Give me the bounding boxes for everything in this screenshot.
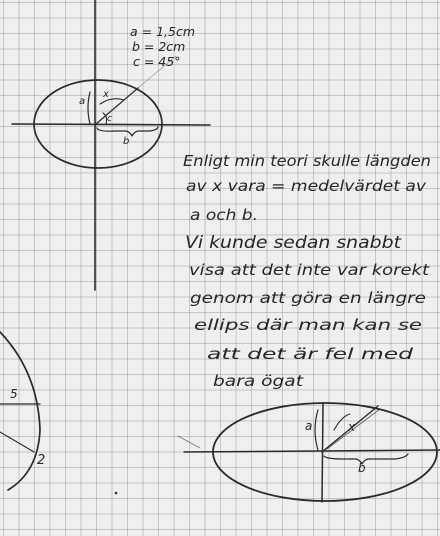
note-line-5: visa att det inte var korekt — [189, 261, 430, 279]
small-label-a: a — [79, 96, 85, 107]
small-b-brace — [96, 126, 159, 137]
small-ellipse-figure: a x c b — [11, 0, 211, 291]
param-b: b = 2cm — [132, 39, 185, 54]
left-partial-ellipse: 5 2 — [0, 331, 45, 491]
left-label-5: 5 — [10, 387, 18, 401]
large-x-bracket — [333, 413, 351, 431]
small-horizontal-axis — [11, 123, 211, 126]
left-ellipse-diagonal — [0, 431, 35, 453]
left-label-2: 2 — [37, 453, 45, 468]
note-line-7: ellips där man kan se — [194, 316, 422, 334]
large-label-a: a — [305, 419, 312, 433]
note-line-2: av x vara = medelvärdet av — [186, 177, 427, 195]
large-ellipse-figure: a x b — [177, 402, 440, 503]
small-x-bracket — [99, 98, 125, 105]
large-left-tick — [177, 435, 201, 449]
large-label-x: x — [347, 420, 356, 434]
large-vertical-axis — [321, 403, 324, 503]
large-x-line-double — [326, 408, 381, 450]
note-line-1: Enligt min teori skulle längden — [183, 152, 431, 170]
small-label-x: x — [102, 89, 109, 100]
large-x-line — [321, 405, 379, 453]
small-x-line — [95, 87, 139, 125]
small-a-bracket — [87, 91, 91, 125]
param-a: a = 1,5cm — [130, 24, 195, 39]
note-line-9: bara ögat — [213, 372, 304, 390]
small-label-b: b — [123, 136, 129, 147]
large-label-b: b — [358, 461, 366, 475]
large-b-brace — [323, 453, 409, 465]
note-line-4: Vi kunde sedan snabbt — [185, 233, 402, 252]
small-c-arc — [102, 112, 108, 125]
parameter-list: a = 1,5cm b = 2cm c = 45° — [130, 24, 195, 69]
small-label-c: c — [107, 114, 112, 124]
large-horizontal-axis — [183, 449, 440, 453]
small-ellipse — [33, 79, 163, 169]
small-x-extension — [137, 55, 177, 89]
stray-dot — [114, 491, 118, 495]
handwritten-note: Enligt min teori skulle längden av x var… — [183, 152, 431, 390]
note-line-3: a och b. — [190, 206, 258, 224]
note-line-6: genom att göra en längre — [190, 289, 426, 307]
param-c: c = 45° — [133, 54, 180, 69]
left-ellipse-arc — [0, 331, 41, 491]
note-line-8: att det är fel med — [207, 345, 413, 363]
large-a-bracket — [314, 409, 319, 451]
